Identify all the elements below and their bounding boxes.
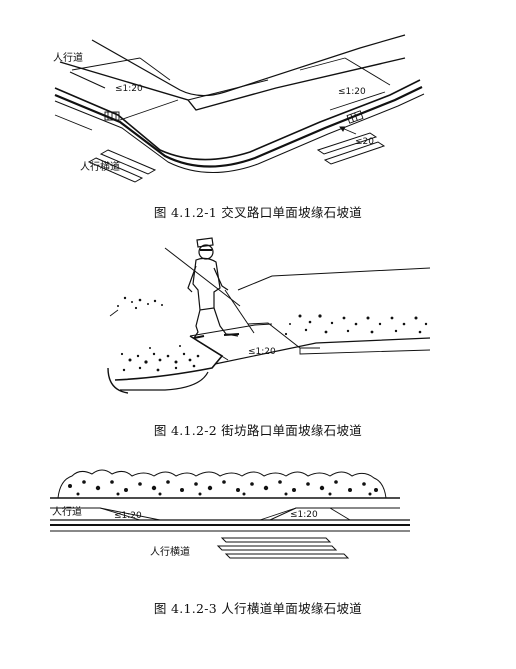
figure-caption-1: 图 4.1.2-1 交叉路口单面坡缘石坡道 xyxy=(153,205,363,220)
sidewalk-label: 人行道 xyxy=(52,505,82,518)
figure-crosswalk-curb-ramp: 人行道 ≤1:20 ≤1:20 人行横道 xyxy=(50,469,410,559)
road-geometry xyxy=(54,34,425,173)
figure-block-entrance-curb-ramp: ≤1:20 xyxy=(107,237,431,394)
sidewalk-label: 人行道 xyxy=(53,51,83,64)
slope-label-ramp: ≤20 xyxy=(355,137,374,147)
street-geometry xyxy=(107,267,431,394)
figure-caption-2: 图 4.1.2-2 街坊路口单面坡缘石坡道 xyxy=(153,423,363,438)
tactile-paving-left xyxy=(104,111,120,121)
figure-caption-3: 图 4.1.2-3 人行横道单面坡缘石坡道 xyxy=(153,601,363,616)
pedestrian-with-cane xyxy=(164,237,255,339)
crosswalk-stripes-left xyxy=(87,149,157,183)
crosswalk-stripes-right xyxy=(316,132,386,165)
slope-label-right: ≤1:20 xyxy=(290,510,318,520)
slope-arrow xyxy=(339,126,357,135)
figure-intersection-curb-ramp: 人行道 ≤1:20 ≤1:20 ≤20 人行横道 xyxy=(53,34,425,183)
slope-label-left: ≤1:20 xyxy=(115,84,143,94)
slope-label-left: ≤1:20 xyxy=(114,511,142,521)
slope-label-right: ≤1:20 xyxy=(338,87,366,97)
stipple-landscape xyxy=(117,296,428,372)
crossing-label: 人行横道 xyxy=(150,545,190,558)
crossing-label: 人行横道 xyxy=(80,160,120,173)
hedge-bushes xyxy=(57,469,387,499)
tactile-paving-right xyxy=(346,110,364,124)
crosswalk-stripes xyxy=(216,537,350,559)
slope-label: ≤1:20 xyxy=(248,347,276,357)
sidewalk-lines xyxy=(50,497,410,532)
hedge-texture xyxy=(68,480,378,496)
